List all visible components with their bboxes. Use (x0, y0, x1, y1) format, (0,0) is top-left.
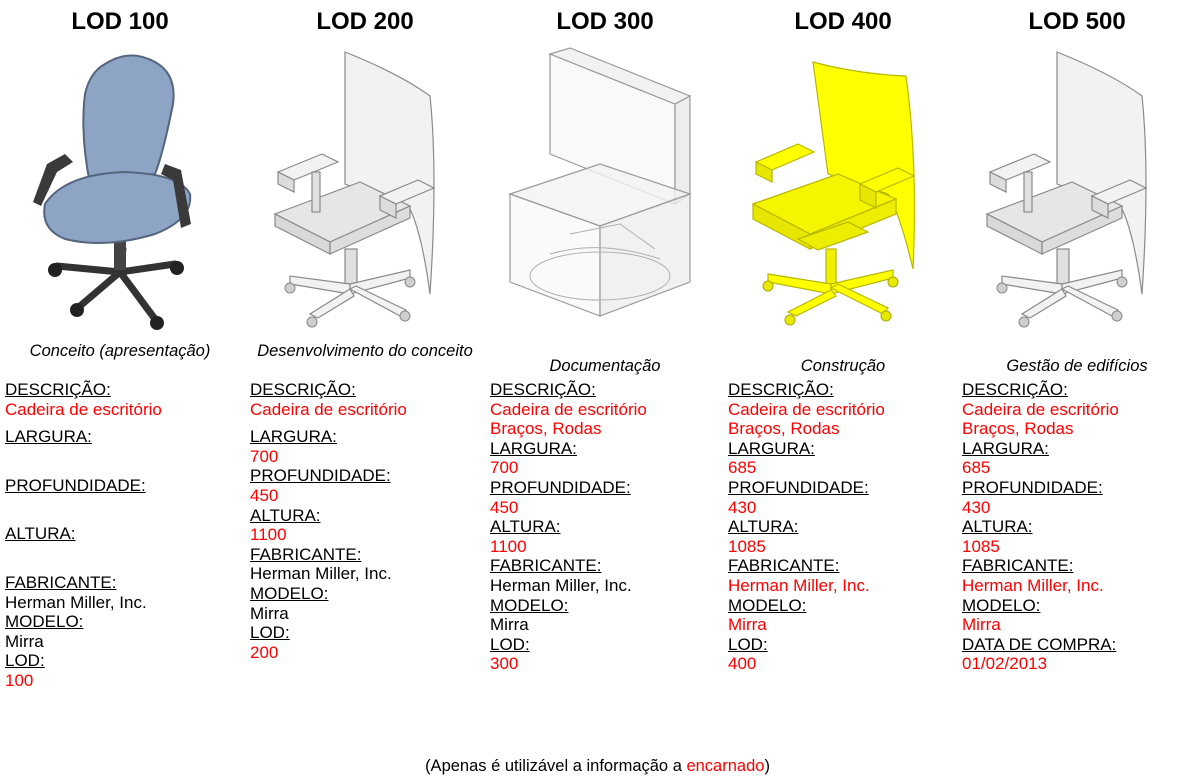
field-label-lod: LOD: (728, 634, 768, 654)
chair-lod-200-illustration (273, 51, 436, 328)
field-label-manufacturer: FABRICANTE: (490, 556, 602, 576)
field-value-depth: 430 (962, 497, 991, 517)
field-value-manufacturer: Herman Miller, Inc. (5, 592, 147, 612)
phase-label: Construção (800, 357, 886, 375)
field-value-purchase-date: 01/02/2013 (962, 654, 1048, 674)
field-value-depth: 450 (490, 497, 519, 517)
fields-list: DESCRIÇÃO: Cadeira de escritório Braços,… (962, 380, 1195, 674)
field-value-height: 1085 (962, 536, 1000, 556)
field-label-lod: LOD: (250, 623, 290, 643)
field-label-depth: PROFUNDIDADE: (490, 477, 631, 497)
chair-lod-400-illustration (751, 61, 916, 326)
field-label-width: LARGURA: (5, 427, 92, 447)
field-label-width: LARGURA: (962, 438, 1049, 458)
field-label-manufacturer: FABRICANTE: (962, 556, 1074, 576)
chair-lod-500-illustration (985, 51, 1148, 328)
field-label-height: ALTURA: (728, 517, 799, 537)
fields-list: DESCRIÇÃO: Cadeira de escritório LARGURA… (250, 380, 490, 662)
field-value-model: Mirra (962, 615, 1001, 635)
field-value-height: 1100 (250, 525, 287, 545)
lod-title: LOD 300 (556, 8, 654, 35)
field-label-width: LARGURA: (490, 438, 577, 458)
field-value-manufacturer: Herman Miller, Inc. (490, 575, 632, 595)
field-label-width: LARGURA: (728, 438, 815, 458)
field-value-manufacturer: Herman Miller, Inc. (962, 575, 1104, 595)
field-value-lod: 100 (5, 670, 34, 690)
field-value-width: 700 (250, 446, 279, 466)
field-label-depth: PROFUNDIDADE: (962, 477, 1103, 497)
field-label-depth: PROFUNDIDADE: (728, 477, 869, 497)
lod-title: LOD 400 (794, 8, 892, 35)
field-label-model: MODELO: (250, 583, 329, 603)
footer-highlight: encarnado (686, 757, 765, 775)
field-label-depth: PROFUNDIDADE: (5, 475, 146, 495)
field-label-description: DESCRIÇÃO: (5, 380, 111, 399)
footer-text-before: (Apenas é utilizável a informação a (425, 757, 687, 775)
field-value-width: 685 (728, 458, 757, 478)
field-label-description: DESCRIÇÃO: (962, 380, 1068, 399)
phase-label: Gestão de edifícios (1006, 357, 1148, 375)
field-label-model: MODELO: (728, 595, 807, 615)
field-value-width: 685 (962, 458, 991, 478)
field-value-description-extra: Braços, Rodas (962, 419, 1074, 439)
field-value-model: Mirra (490, 615, 529, 635)
chair-lod-300-illustration (508, 47, 692, 317)
field-value-model: Mirra (728, 615, 767, 635)
field-label-lod: LOD: (5, 651, 45, 671)
field-value-model: Mirra (5, 631, 44, 651)
field-value-height: 1085 (728, 536, 766, 556)
field-label-description: DESCRIÇÃO: (728, 380, 834, 399)
lod-title: LOD 200 (316, 8, 414, 35)
field-label-height: ALTURA: (490, 517, 561, 537)
field-label-purchase-date: DATA DE COMPRA: (962, 634, 1117, 654)
fields-list: DESCRIÇÃO: Cadeira de escritório LARGURA… (5, 380, 245, 691)
field-value-description: Cadeira de escritório (962, 399, 1119, 419)
field-label-depth: PROFUNDIDADE: (250, 466, 391, 486)
field-label-width: LARGURA: (250, 427, 337, 447)
field-label-description: DESCRIÇÃO: (490, 380, 596, 399)
phase-label: Documentação (549, 357, 661, 375)
field-value-description: Cadeira de escritório (728, 399, 885, 419)
field-value-model: Mirra (250, 603, 289, 623)
field-label-height: ALTURA: (250, 505, 321, 525)
field-value-manufacturer: Herman Miller, Inc. (250, 564, 392, 584)
field-label-lod: LOD: (490, 634, 530, 654)
field-value-depth: 450 (250, 485, 279, 505)
chair-lod-100-illustration (33, 54, 192, 330)
field-label-manufacturer: FABRICANTE: (728, 556, 840, 576)
lod-title: LOD 100 (71, 8, 169, 35)
field-value-height: 1100 (490, 536, 527, 556)
fields-list: DESCRIÇÃO: Cadeira de escritório Braços,… (490, 380, 730, 674)
field-label-model: MODELO: (962, 595, 1041, 615)
field-value-manufacturer: Herman Miller, Inc. (728, 575, 870, 595)
lod-title: LOD 500 (1028, 8, 1126, 35)
fields-list: DESCRIÇÃO: Cadeira de escritório Braços,… (728, 380, 968, 674)
field-value-depth: 430 (728, 497, 757, 517)
phase-label: Conceito (apresentação) (29, 342, 211, 360)
field-value-description: Cadeira de escritório (5, 399, 162, 419)
field-value-description: Cadeira de escritório (250, 399, 407, 419)
field-label-height: ALTURA: (5, 524, 76, 544)
field-label-manufacturer: FABRICANTE: (250, 544, 362, 564)
field-label-description: DESCRIÇÃO: (250, 380, 356, 399)
phase-label: Desenvolvimento do conceito (257, 342, 473, 360)
field-label-model: MODELO: (490, 595, 569, 615)
field-label-manufacturer: FABRICANTE: (5, 572, 117, 592)
field-label-model: MODELO: (5, 612, 84, 632)
footer-text-after: ) (764, 757, 770, 775)
field-label-height: ALTURA: (962, 517, 1033, 537)
field-value-description: Cadeira de escritório (490, 399, 647, 419)
footer-note: (Apenas é utilizável a informação a enca… (0, 756, 1195, 776)
field-value-description-extra: Braços, Rodas (490, 419, 602, 439)
field-value-lod: 300 (490, 654, 519, 674)
field-value-lod: 200 (250, 642, 279, 662)
field-value-width: 700 (490, 458, 519, 478)
field-value-lod: 400 (728, 654, 757, 674)
field-value-description-extra: Braços, Rodas (728, 419, 840, 439)
